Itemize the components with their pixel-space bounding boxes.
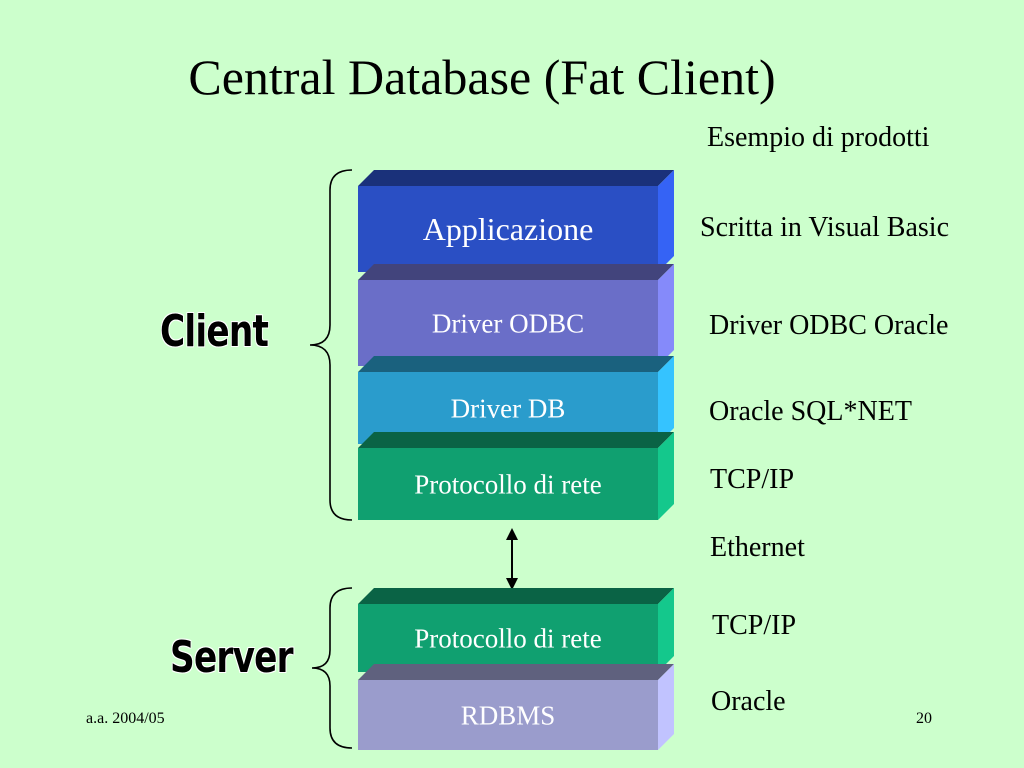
example-server-protocol: TCP/IP [712,610,797,641]
layer-applicazione-top [358,170,674,186]
layer-server-protocol-label: Protocollo di rete [414,623,601,653]
layer-rdbms-label: RDBMS [461,700,556,730]
layer-client-protocol-label: Protocollo di rete [414,469,601,499]
layer-applicazione: Applicazione [358,170,674,272]
layer-rdbms-front [358,680,658,750]
client-brace [309,169,353,521]
layer-rdbms-top [358,664,674,680]
layer-server-protocol-front [358,604,658,672]
server-brace [311,587,353,749]
layer-rdbms-side [658,664,674,750]
layer-driver-odbc-side [658,264,674,366]
example-client-protocol: TCP/IP [710,464,795,495]
example-driver-db: Oracle SQL*NET [709,396,912,427]
examples-header: Esempio di prodotti [707,122,930,153]
layer-applicazione-side [658,170,674,272]
layer-driver-db: Driver DB [358,356,674,444]
footer-course: a.a. 2004/05 [86,710,165,727]
layer-client-protocol-side [658,432,674,520]
arrow-down-icon [506,578,518,590]
layer-applicazione-label: Applicazione [423,211,594,247]
server-label: Server [170,632,294,683]
layer-driver-odbc: Driver ODBC [358,264,674,366]
example-driver-odbc: Driver ODBC Oracle [709,310,949,341]
layer-driver-db-label: Driver DB [451,393,566,423]
layer-server-protocol-top [358,588,674,604]
layer-client-protocol-top [358,432,674,448]
footer-page-number: 20 [916,710,932,727]
layer-driver-odbc-front [358,280,658,366]
layer-applicazione-front [358,186,658,272]
layer-server-protocol: Protocollo di rete [358,588,674,672]
layer-driver-db-side [658,356,674,444]
layer-client-protocol: Protocollo di rete [358,432,674,520]
layer-driver-odbc-label: Driver ODBC [432,308,584,338]
example-ethernet: Ethernet [710,532,805,563]
layer-server-protocol-side [658,588,674,672]
layer-rdbms: RDBMS [358,664,674,750]
layer-driver-db-top [358,356,674,372]
layer-driver-odbc-top [358,264,674,280]
page-title: Central Database (Fat Client) [188,49,776,105]
example-rdbms: Oracle [711,686,786,717]
layer-client-protocol-front [358,448,658,520]
example-applicazione: Scritta in Visual Basic [700,212,949,243]
client-label: Client [160,306,269,357]
arrow-up-icon [506,528,518,540]
